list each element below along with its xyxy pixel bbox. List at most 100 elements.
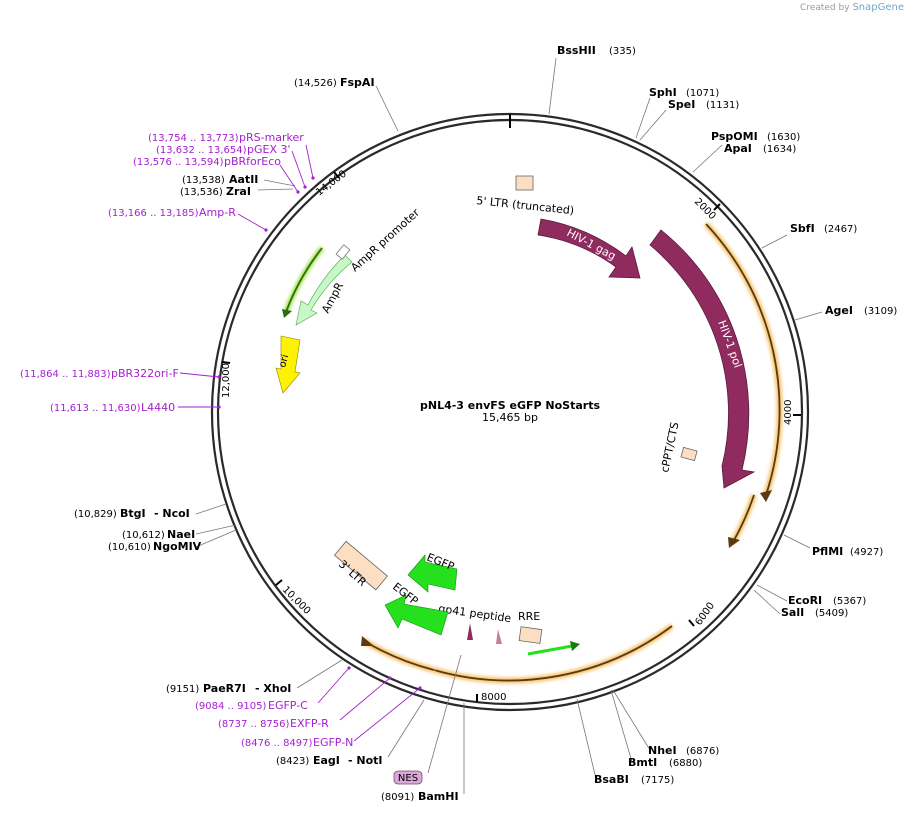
enzyme-ngomiv-pos: (10,610) xyxy=(108,542,151,553)
orf-arcs xyxy=(361,221,783,684)
plasmid-size: 15,465 bp xyxy=(482,411,538,424)
enzyme-sbfi: SbfI xyxy=(790,222,815,235)
enzyme-pspomi-pos: (1630) xyxy=(767,132,800,143)
enzyme-bmti-pos: (6880) xyxy=(669,758,702,769)
primer-pbrforeco-pos: (13,576 .. 13,594) xyxy=(133,157,224,168)
enzyme-agei: AgeI xyxy=(825,304,853,317)
primer-prs-marker-pos: (13,754 .. 13,773) xyxy=(148,133,239,144)
enzyme-sphi: SphI xyxy=(649,86,677,99)
enzyme-ecori-pos: (5367) xyxy=(833,596,866,607)
credit: Created by SnapGene xyxy=(800,2,904,13)
nes-badge: NES xyxy=(393,654,462,785)
enzyme-spei: SpeI xyxy=(668,98,695,111)
enzyme-ecori: EcoRI xyxy=(788,594,822,607)
label-5-ltr: 5' LTR (truncated) xyxy=(476,194,575,217)
enzyme-paer7i: PaeR7I xyxy=(203,682,246,695)
enzyme-fspai-pos: (14,526) xyxy=(294,78,337,89)
enzyme-ngomiv: NgoMIV xyxy=(153,540,202,553)
feature-3-ltr: 3' LTR xyxy=(333,540,388,591)
tick-12000: 12,000 xyxy=(221,363,232,398)
feature-egfp-1: EGFP xyxy=(407,551,458,593)
primer-egfp-c: EGFP-C xyxy=(268,699,308,712)
tick-2000: 2000 xyxy=(692,196,718,222)
feature-hiv-gag: HIV-1 gag xyxy=(537,218,641,279)
enzyme-aatii: AatII xyxy=(229,173,258,186)
enzyme-eagi-pos: (8423) xyxy=(276,756,309,767)
tick-4000: 4000 xyxy=(783,400,794,425)
label-rre: RRE xyxy=(518,610,540,623)
primer-amp-r-pos: (13,166 .. 13,185) xyxy=(108,208,199,219)
enzyme-bsabi: BsaBI xyxy=(594,773,629,786)
primer-lines xyxy=(178,144,421,742)
enzyme-apai-pos: (1634) xyxy=(763,144,796,155)
enzyme-sphi-pos: (1071) xyxy=(686,88,719,99)
plasmid-name: pNL4-3 envFS eGFP NoStarts xyxy=(420,399,600,412)
primer-l4440-pos: (11,613 .. 11,630) xyxy=(50,403,141,414)
enzyme-pflmi-pos: (4927) xyxy=(850,547,883,558)
tick-6000: 6000 xyxy=(693,601,717,628)
feature-ampr: AmpR AmpR promoter xyxy=(282,206,422,326)
enzyme-nhei-pos: (6876) xyxy=(686,746,719,757)
enzyme-sbfi-pos: (2467) xyxy=(824,224,857,235)
feature-cppt xyxy=(680,446,698,462)
enzyme-pflmi: PflMI xyxy=(812,545,843,558)
enzyme-naei: NaeI xyxy=(167,528,195,541)
enzyme-apai: ApaI xyxy=(724,142,752,155)
label-ampr-promoter: AmpR promoter xyxy=(348,206,422,274)
enzyme-fspai: FspAI xyxy=(340,76,375,89)
primer-exfp-r-pos: (8737 .. 8756) xyxy=(218,719,290,730)
label-hiv-gag: HIV-1 gag xyxy=(565,226,618,263)
primer-pbr322ori-f: pBR322ori-F xyxy=(111,367,179,380)
feature-5-ltr xyxy=(515,175,534,191)
credit-prefix: Created by xyxy=(800,3,850,13)
label-cppt: cPPT/CTS xyxy=(658,421,681,474)
enzyme-btgi: BtgI xyxy=(120,507,146,520)
primer-egfp-n: EGFP-N xyxy=(313,736,353,749)
enzyme-btgi-pos: (10,829) xyxy=(74,509,117,520)
enzyme-agei-pos: (3109) xyxy=(864,306,897,317)
primer-amp-r: Amp-R xyxy=(199,206,236,219)
enzyme-sali-pos: (5409) xyxy=(815,608,848,619)
enzyme-bsshii: BssHII xyxy=(557,44,596,57)
primer-prs-marker: pRS-marker xyxy=(239,131,304,144)
primer-pgex3-pos: (13,632 .. 13,654) xyxy=(156,145,247,156)
enzyme-ncoi: - NcoI xyxy=(154,507,190,520)
label-gp41: gp41 peptide xyxy=(438,602,513,625)
primer-pbr322ori-f-pos: (11,864 .. 11,883) xyxy=(20,369,111,380)
enzyme-xhoi: - XhoI xyxy=(255,682,291,695)
enzyme-nhei: NheI xyxy=(648,744,677,757)
enzyme-paer7i-pos: (9151) xyxy=(166,684,199,695)
primer-egfp-n-pos: (8476 .. 8497) xyxy=(241,738,313,749)
enzyme-bamhi: BamHI xyxy=(418,790,459,803)
primer-pbrforeco: pBRforEco xyxy=(224,155,281,168)
feature-gp41 xyxy=(467,623,473,640)
enzyme-noti: - NotI xyxy=(348,754,383,767)
primer-l4440: L4440 xyxy=(141,401,175,414)
enzyme-bmti: BmtI xyxy=(628,756,657,769)
enzyme-bsshii-pos: (335) xyxy=(609,46,636,57)
enzyme-bamhi-pos: (8091) xyxy=(381,792,414,803)
enzyme-naei-pos: (10,612) xyxy=(122,530,165,541)
tick-8000: 8000 xyxy=(481,692,506,703)
snapgene-logo: SnapGene xyxy=(852,2,904,13)
enzyme-eagi: EagI xyxy=(313,754,340,767)
enzyme-pspomi: PspOMI xyxy=(711,130,758,143)
label-ori: ori xyxy=(277,353,291,368)
enzyme-spei-pos: (1131) xyxy=(706,100,739,111)
feature-rre-arrow xyxy=(527,644,573,656)
enzyme-aatii-pos: (13,538) xyxy=(182,175,225,186)
primer-marks xyxy=(217,176,422,690)
primer-egfp-c-pos: (9084 .. 9105) xyxy=(195,701,267,712)
enzyme-bsabi-pos: (7175) xyxy=(641,775,674,786)
enzyme-zrai: ZraI xyxy=(226,185,251,198)
feature-ampr-promoter xyxy=(335,244,351,260)
enzyme-sali: SalI xyxy=(781,606,804,619)
feature-gp41-b xyxy=(496,629,502,644)
enzyme-labels: BssHII (335) SphI (1071) SpeI (1131) Psp… xyxy=(74,44,897,803)
enzyme-zrai-pos: (13,536) xyxy=(180,187,223,198)
feature-ori: ori xyxy=(275,335,301,394)
enzyme-lines xyxy=(195,57,823,794)
nes-label: NES xyxy=(398,773,418,784)
primer-labels: EGFP-C (9084 .. 9105) EXFP-R (8737 .. 87… xyxy=(20,131,353,749)
